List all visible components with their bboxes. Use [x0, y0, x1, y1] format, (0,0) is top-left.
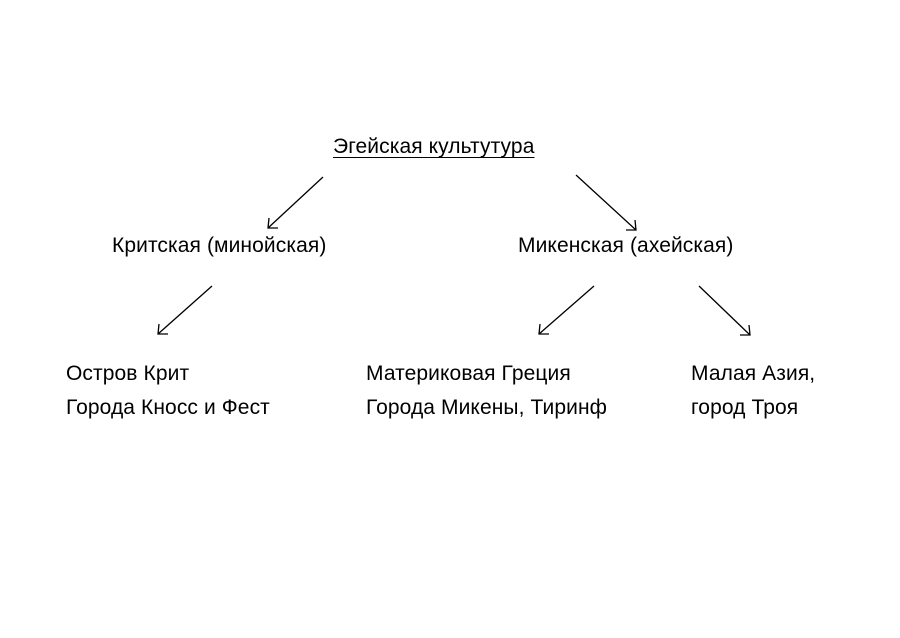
- arrow-mycenaean-to-mainland: [538, 285, 595, 335]
- root-node-title: Эгейская культутура: [333, 135, 535, 158]
- arrow-root-to-minoan: [267, 176, 324, 229]
- branch-mycenaean: Микенская (ахейская): [518, 234, 734, 257]
- arrow-root-to-mycenaean: [575, 174, 637, 231]
- leaf-crete: Остров Крит Города Кносс и Фест: [66, 357, 270, 425]
- leaf-mainland-greece: Материковая Греция Города Микены, Тиринф: [366, 357, 607, 425]
- leaf-asia-line-2: город Троя: [691, 396, 799, 419]
- leaf-crete-line-2: Города Кносс и Фест: [66, 396, 270, 419]
- arrow-minoan-to-crete: [157, 285, 213, 335]
- leaf-mainland-line-1: Материковая Греция: [366, 362, 571, 385]
- leaf-mainland-line-2: Города Микены, Тиринф: [366, 396, 608, 419]
- leaf-crete-line-1: Остров Крит: [66, 362, 190, 385]
- leaf-asia-line-1: Малая Азия,: [691, 362, 816, 385]
- branch-minoan: Критская (минойская): [112, 234, 327, 257]
- arrow-mycenaean-to-asia: [698, 285, 751, 336]
- leaf-asia-minor: Малая Азия, город Троя: [691, 357, 815, 425]
